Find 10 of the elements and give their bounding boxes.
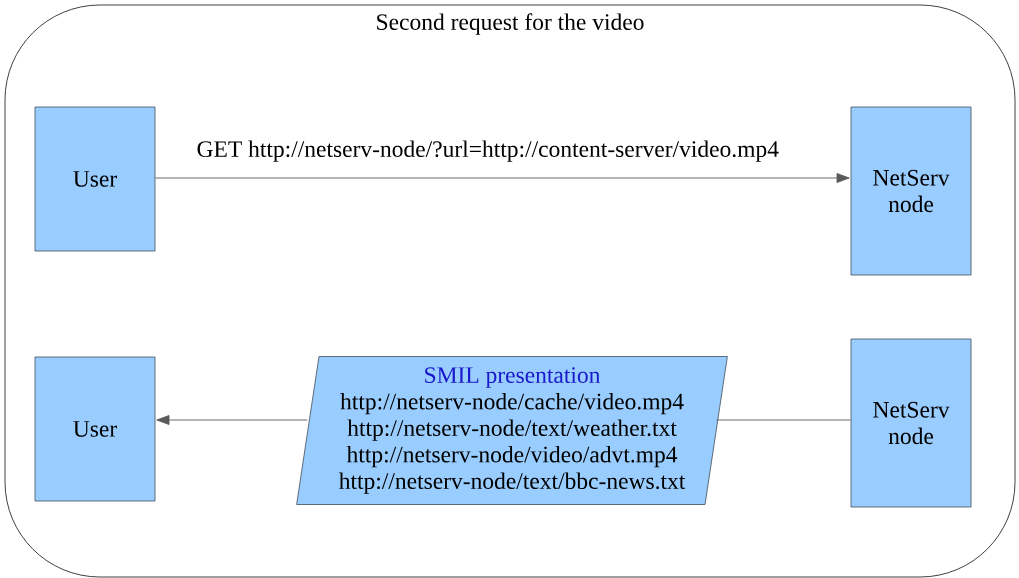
arrow: [155, 173, 850, 183]
frame-title: Second request for the video: [377, 13, 644, 35]
process-box: NetServ node: [850, 338, 972, 508]
arrow: [156, 415, 308, 425]
edge-label: GET http://netserv-node/?url=http://content-server/video.mp4: [195, 139, 780, 163]
parallelogram-box: SMIL presentation http://netserv-node/cache/video.mp4 http://netserv-node/text/weather.txt http://netserv-node/video/advt.mp4 http://netserv-node/text/bbc-news.txt: [296, 356, 728, 505]
process-box: User: [34, 356, 156, 502]
process-box: User: [34, 106, 156, 252]
connector-line: [716, 419, 851, 421]
process-box: NetServ node: [850, 106, 972, 276]
